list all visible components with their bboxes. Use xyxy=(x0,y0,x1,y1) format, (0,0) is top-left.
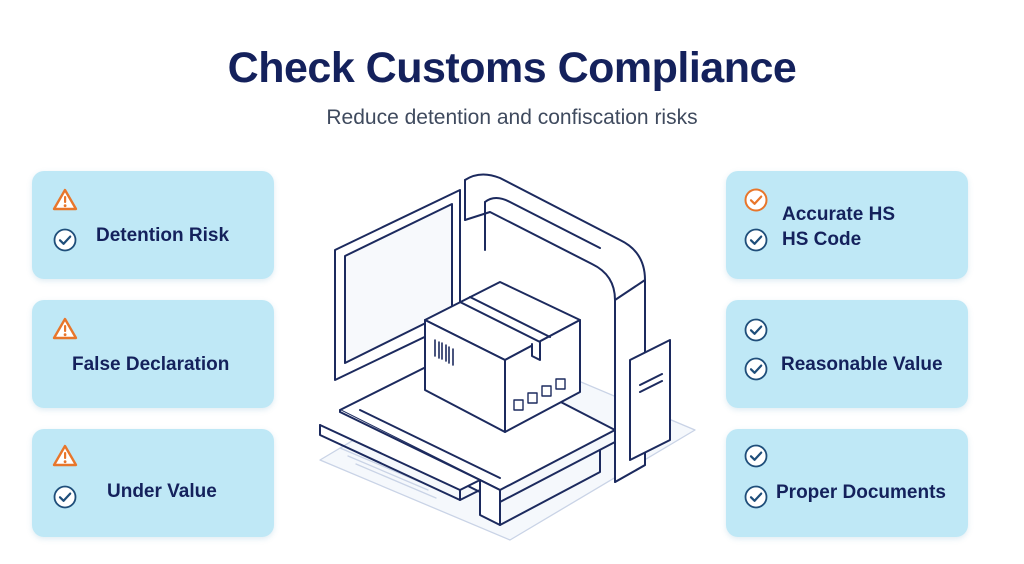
check-card-reasonable-value: Reasonable Value xyxy=(726,300,968,408)
check-circle-icon-orange xyxy=(743,187,769,213)
risk-card-detention: Detention Risk xyxy=(32,171,274,279)
warning-icon xyxy=(52,443,78,469)
risk-label: Detention Risk xyxy=(96,225,230,246)
warning-icon xyxy=(52,316,78,342)
risk-card-under-value: Under Value xyxy=(32,429,274,537)
check-circle-icon xyxy=(743,356,769,382)
risk-label: False Declaration xyxy=(72,354,230,375)
check-label: Proper Documents xyxy=(776,482,946,503)
risk-card-false-declaration: False Declaration xyxy=(32,300,274,408)
check-circle-icon xyxy=(743,227,769,253)
check-circle-icon xyxy=(743,443,769,469)
check-card-proper-documents: Proper Documents xyxy=(726,429,968,537)
check-label: HS Code xyxy=(782,229,862,250)
warning-icon xyxy=(52,187,78,213)
check-label: Reasonable Value xyxy=(781,354,943,375)
risk-label: Under Value xyxy=(107,481,217,502)
check-circle-icon xyxy=(52,227,78,253)
check-circle-icon xyxy=(52,484,78,510)
check-label: Accurate HS xyxy=(782,204,895,225)
check-circle-icon xyxy=(743,317,769,343)
check-circle-icon xyxy=(743,484,769,510)
xray-scanner-illustration xyxy=(300,160,710,555)
check-card-hs-code: Accurate HS HS Code xyxy=(726,171,968,279)
page-subtitle: Reduce detention and confiscation risks xyxy=(326,106,698,129)
page-title: Check Customs Compliance xyxy=(227,44,797,92)
